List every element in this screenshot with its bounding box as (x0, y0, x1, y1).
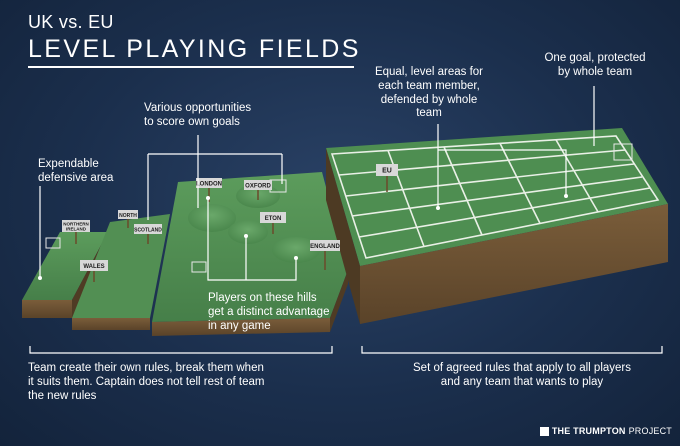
eu-pitch-front (360, 204, 668, 324)
page-subtitle: UK vs. EU (28, 12, 114, 32)
sign-england: ENGLAND (310, 240, 340, 270)
sign-north: NORTH (118, 210, 138, 228)
trumpton-project-logo: THE TRUMPTON PROJECT (539, 426, 672, 436)
annotation-hills-advantage: Players on these hills get a distinct ad… (208, 292, 330, 332)
eu-pitch (326, 128, 668, 324)
scotland-block-side (72, 318, 150, 330)
svg-text:OXFORD: OXFORD (245, 184, 271, 190)
hill-london (188, 204, 236, 232)
signs: NORTHERN IRELAND NORTH SCOTLAND WALES LO… (62, 164, 398, 282)
svg-text:NORTH: NORTH (119, 213, 137, 219)
sign-scotland: SCOTLAND (134, 224, 162, 244)
svg-text:WALES: WALES (83, 264, 104, 270)
england-block-end (330, 270, 348, 332)
logo-light-text: PROJECT (628, 426, 672, 436)
svg-text:IRELAND: IRELAND (66, 227, 87, 232)
logo-mark-icon (539, 426, 549, 436)
scotland-block-top (72, 214, 170, 318)
sign-northern-ireland: NORTHERN IRELAND (62, 220, 90, 244)
logo-bold-text: THE TRUMPTON (551, 426, 626, 436)
annotation-expendable-area: Expendable defensive area (38, 158, 114, 184)
sign-eton: ETON (260, 212, 286, 234)
svg-text:SCOTLAND: SCOTLAND (134, 228, 162, 234)
sign-wales: WALES (80, 260, 108, 282)
england-block-side (152, 318, 330, 336)
goal-wales-icon (45, 237, 61, 249)
annotation-one-goal: One goal, protected by whole team (544, 52, 646, 78)
sign-oxford: OXFORD (244, 180, 272, 200)
svg-text:ENGLAND: ENGLAND (310, 244, 340, 250)
wales-block-side (22, 300, 72, 318)
sign-eu: EU (376, 164, 398, 192)
uk-bracket (29, 346, 333, 354)
eu-pitch-left-side (326, 148, 360, 324)
annotation-eu-rules: Set of agreed rules that apply to all pl… (413, 362, 631, 388)
svg-text:NORTHERN: NORTHERN (63, 222, 89, 227)
page-title: LEVEL PLAYING FIELDS (28, 35, 361, 63)
annotation-leaders (29, 86, 663, 354)
svg-text:ETON: ETON (265, 216, 282, 222)
hill-england (272, 237, 320, 263)
eu-bracket (361, 346, 663, 354)
title-underline (28, 66, 354, 68)
annotation-own-goals: Various opportunities to score own goals (144, 102, 252, 128)
goal-england-icon (191, 261, 207, 273)
svg-text:LONDON: LONDON (196, 182, 222, 188)
svg-text:EU: EU (382, 168, 392, 175)
annotation-equal-areas: Equal, level areas for each team member,… (374, 66, 484, 120)
eu-goal-icon (613, 143, 633, 161)
wales-block-top (22, 232, 108, 300)
hill-eton (228, 220, 268, 244)
annotation-uk-rules: Team create their own rules, break them … (28, 362, 265, 402)
